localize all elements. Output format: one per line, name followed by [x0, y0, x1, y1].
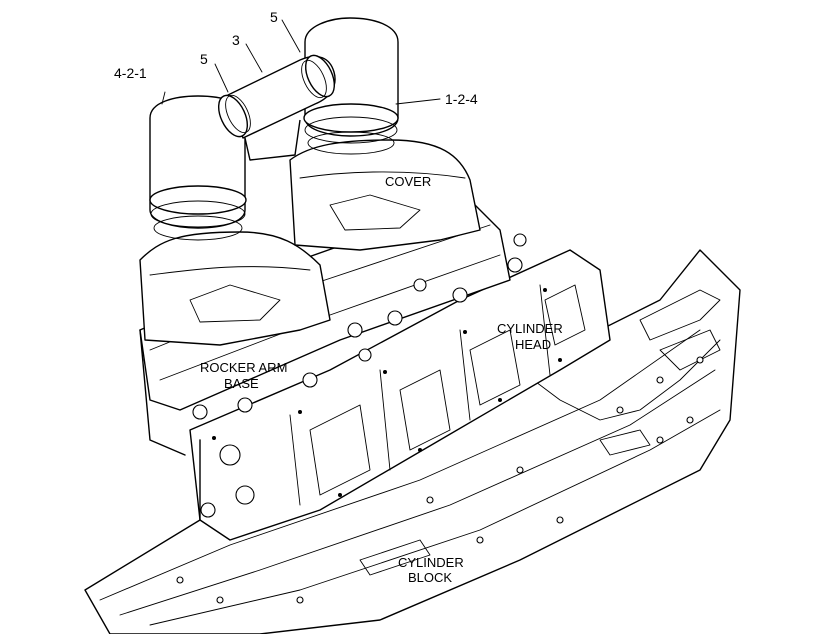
callout-clamp-top: 5 [270, 9, 278, 25]
callout-left-breather: 4-2-1 [114, 65, 147, 81]
rocker-arm-base-label-line1: ROCKER ARM [200, 360, 287, 375]
cylinder-head [189, 249, 611, 541]
cylinder-head-label-line1: CYLINDER [497, 321, 563, 336]
bolt-heads [192, 233, 527, 420]
cylinder-block-label-line2: BLOCK [408, 570, 452, 585]
callout-clamp-left: 5 [200, 51, 208, 67]
cover-label: COVER [385, 174, 431, 189]
callout-tube: 3 [232, 32, 240, 48]
left-breather-canister [149, 95, 247, 241]
right-breather-canister [303, 17, 399, 155]
cylinder-block-label-line1: CYLINDER [398, 555, 464, 570]
left-valve-cover [139, 231, 331, 346]
callout-right-breather: 1-2-4 [445, 91, 478, 107]
cylinder-head-label-line2: HEAD [515, 337, 551, 352]
rocker-arm-base-label-line2: BASE [224, 376, 259, 391]
leader-lines [161, 19, 441, 105]
connecting-tube [217, 54, 336, 161]
right-valve-cover [289, 139, 481, 251]
